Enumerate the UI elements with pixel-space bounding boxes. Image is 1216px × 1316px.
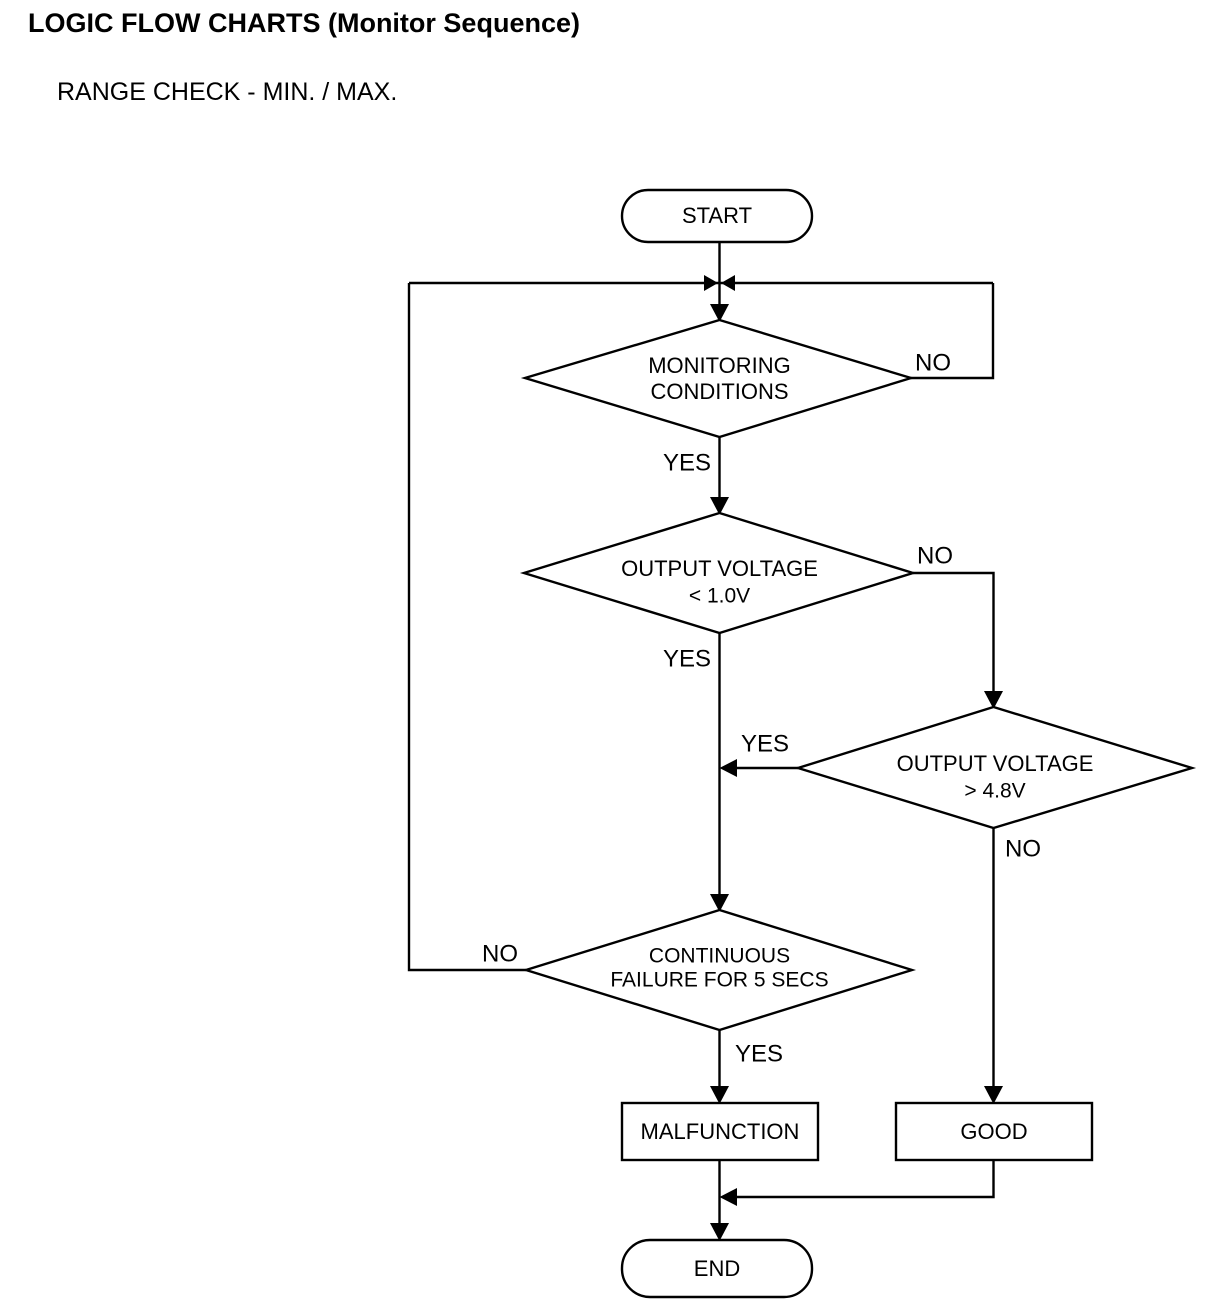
junction-arrow-from-left <box>704 275 718 291</box>
edge-label-continuous-no: NO <box>482 940 518 967</box>
node-output-voltage-min[interactable] <box>519 511 918 635</box>
junction-arrow-from-right <box>721 275 735 291</box>
arrow-volt-max-yes <box>719 759 737 777</box>
edge-monitoring-no <box>910 283 995 380</box>
node-continuous-failure[interactable] <box>521 908 917 1032</box>
node-start[interactable] <box>620 188 814 244</box>
arrow-into-malfunction <box>710 1086 729 1104</box>
edge-volt-min-no <box>913 571 995 699</box>
node-malfunction[interactable] <box>620 1101 820 1162</box>
edge-label-volt-max-yes: YES <box>741 730 789 757</box>
node-volt-max-label-line2: > 4.8V <box>964 780 1025 803</box>
node-output-voltage-max[interactable] <box>793 705 1197 830</box>
page-title: LOGIC FLOW CHARTS (Monitor Sequence) <box>28 8 580 38</box>
arrow-good-join <box>719 1188 737 1206</box>
node-end[interactable] <box>620 1238 814 1299</box>
edge-label-monitoring-no: NO <box>915 349 951 376</box>
node-continuous-label-line1: CONTINUOUS <box>649 945 790 968</box>
arrow-into-volt-min <box>710 497 729 515</box>
node-good[interactable] <box>894 1101 1094 1162</box>
arrow-into-end <box>710 1223 729 1241</box>
edge-continuous-no <box>407 283 526 972</box>
arrow-into-continuous <box>710 894 729 912</box>
node-monitoring-label-line1: MONITORING <box>648 353 791 378</box>
node-volt-min-label-line2: < 1.0V <box>689 585 750 608</box>
node-start-label: START <box>682 203 752 228</box>
node-volt-min-label-line1: OUTPUT VOLTAGE <box>621 556 818 581</box>
node-end-label: END <box>694 1256 740 1281</box>
node-malfunction-label: MALFUNCTION <box>641 1119 800 1144</box>
node-continuous-label-line2: FAILURE FOR 5 SECS <box>610 969 828 992</box>
arrow-into-volt-max <box>984 691 1003 709</box>
arrow-into-good <box>984 1086 1003 1104</box>
edge-label-continuous-yes: YES <box>735 1040 783 1067</box>
edge-label-volt-min-no: NO <box>917 542 953 569</box>
node-good-label: GOOD <box>960 1119 1027 1144</box>
edge-label-volt-max-no: NO <box>1005 835 1041 862</box>
edge-label-volt-min-yes: YES <box>663 645 711 672</box>
node-monitoring-label-line2: CONDITIONS <box>650 379 788 404</box>
edge-label-monitoring-yes: YES <box>663 449 711 476</box>
node-volt-max-label-line1: OUTPUT VOLTAGE <box>897 751 1094 776</box>
edge-good-to-end <box>731 1160 995 1199</box>
page-subtitle: RANGE CHECK - MIN. / MAX. <box>57 78 398 106</box>
arrow-into-monitoring <box>710 304 729 322</box>
node-monitoring-conditions[interactable] <box>520 318 916 439</box>
